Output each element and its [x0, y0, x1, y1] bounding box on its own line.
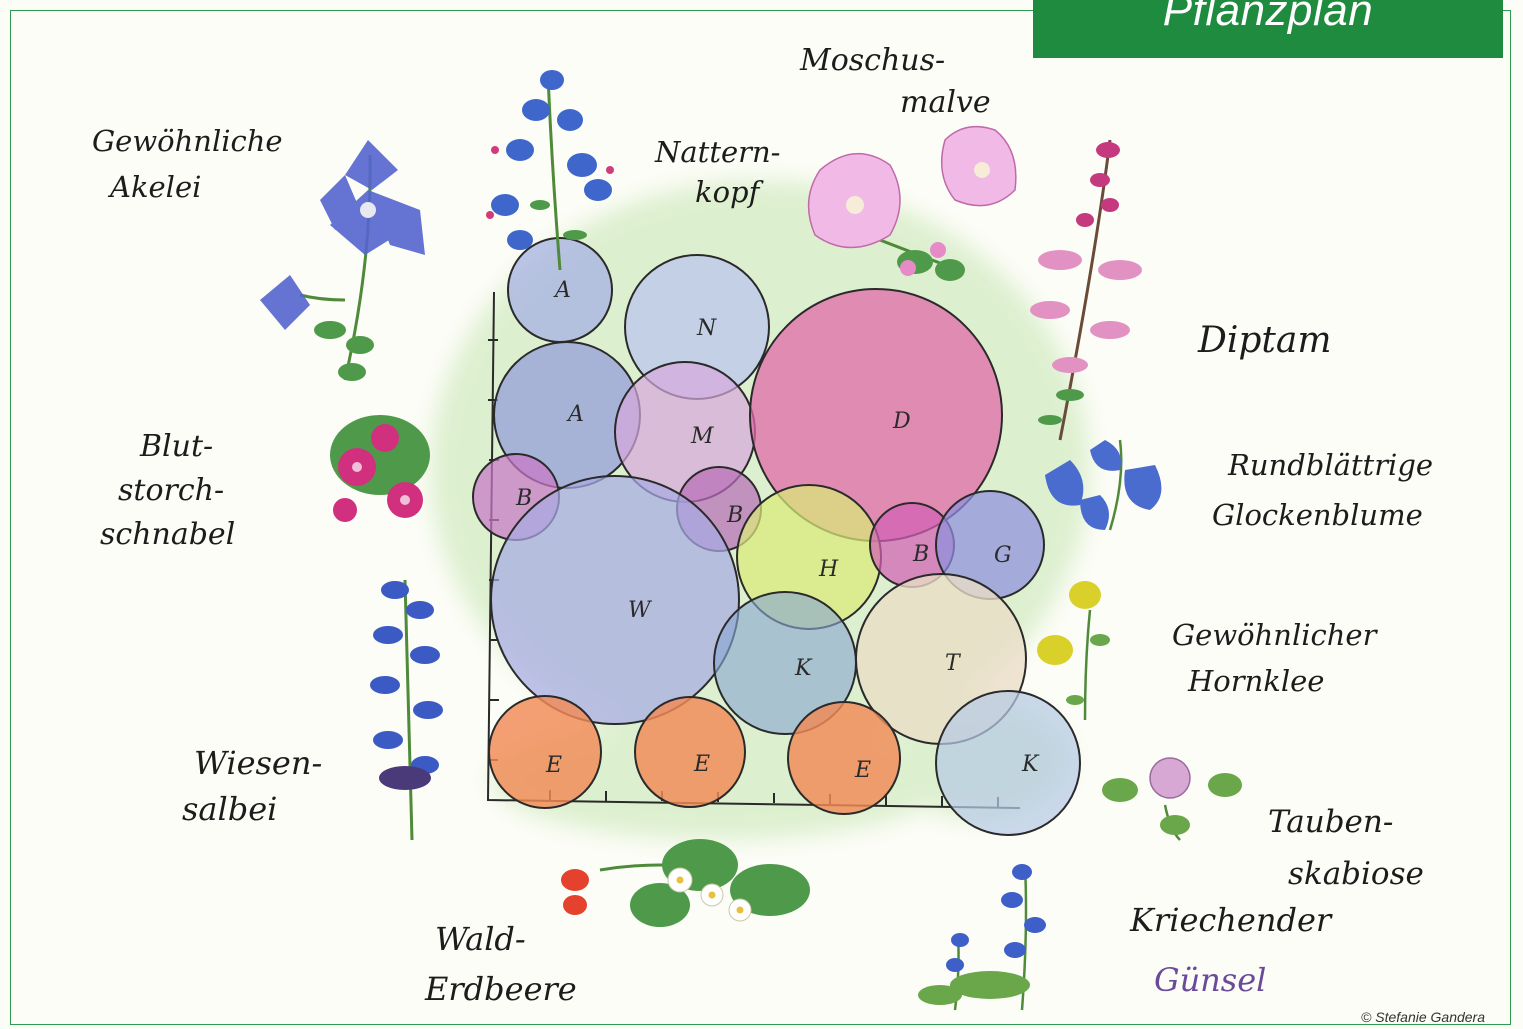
- label-glockenblume: Rundblättrige Glockenblume: [1212, 440, 1433, 540]
- label-skabiose-line1: Tauben-: [1268, 796, 1424, 848]
- label-erdbeere-line2: Erdbeere: [425, 964, 577, 1014]
- label-diptam: Diptam: [1198, 318, 1332, 364]
- label-hornklee: Gewöhnlicher Hornklee: [1172, 612, 1376, 704]
- code-m: M: [690, 424, 714, 449]
- illustration-erdbeere: [561, 839, 810, 927]
- code-t: T: [945, 651, 962, 676]
- label-akelei-line2: Akelei: [110, 164, 283, 210]
- code-a2: A: [566, 402, 584, 427]
- title-banner: Pflanzplan: [1033, 0, 1503, 58]
- page-title: Pflanzplan: [1033, 0, 1503, 36]
- label-natternkopf-line1: Nattern-: [655, 132, 780, 172]
- label-storchschnabel: Blut- storch- schnabel: [100, 425, 235, 557]
- code-a1: A: [553, 278, 571, 303]
- label-glockenblume-line1: Rundblättrige: [1228, 440, 1433, 490]
- illustration-skabiose: [1102, 758, 1242, 840]
- label-moschusmalve-line1: Moschus-: [800, 40, 991, 82]
- label-akelei-line1: Gewöhnliche: [92, 118, 283, 164]
- code-b1: B: [515, 486, 532, 511]
- illustration-akelei: [260, 140, 425, 381]
- illustration-guensel: [918, 864, 1046, 1010]
- label-guensel: Kriechender Günsel: [1130, 890, 1331, 1010]
- label-guensel-line1: Kriechender: [1130, 890, 1331, 950]
- label-moschusmalve-line2: malve: [900, 82, 991, 124]
- label-salbei-line2: salbei: [182, 786, 322, 832]
- label-akelei: Gewöhnliche Akelei: [92, 118, 283, 210]
- code-g: G: [994, 543, 1012, 568]
- label-storchschnabel-line3: schnabel: [100, 513, 235, 557]
- code-d: D: [892, 409, 911, 434]
- code-k2: K: [1021, 752, 1040, 777]
- label-salbei-line1: Wiesen-: [194, 740, 322, 786]
- code-e3: E: [854, 758, 871, 783]
- circle-w: [491, 476, 739, 724]
- code-b3: B: [912, 542, 929, 567]
- circle-k2: [936, 691, 1080, 835]
- code-n: N: [696, 316, 717, 341]
- label-hornklee-line1: Gewöhnlicher: [1172, 612, 1376, 658]
- code-h: H: [818, 557, 839, 582]
- circle-e2: [635, 697, 745, 807]
- label-hornklee-line2: Hornklee: [1188, 658, 1376, 704]
- label-erdbeere-line1: Wald-: [435, 914, 577, 964]
- circle-e1: [489, 696, 601, 808]
- circle-e3: [788, 702, 900, 814]
- label-erdbeere: Wald- Erdbeere: [425, 914, 577, 1014]
- label-salbei: Wiesen- salbei: [182, 740, 322, 832]
- illustration-salbei: [370, 580, 443, 840]
- copyright-credit: © Stefanie Gandera: [1361, 1009, 1485, 1025]
- illustration-storchschnabel: [330, 415, 430, 522]
- label-skabiose: Tauben- skabiose: [1268, 796, 1424, 900]
- label-moschusmalve: Moschus- malve: [800, 40, 991, 124]
- label-diptam-line1: Diptam: [1198, 318, 1332, 364]
- code-b2: B: [726, 503, 743, 528]
- code-k1: K: [794, 656, 813, 681]
- label-glockenblume-line2: Glockenblume: [1212, 490, 1433, 540]
- code-w: W: [628, 598, 653, 623]
- label-storchschnabel-line1: Blut-: [140, 425, 235, 469]
- label-natternkopf: Nattern- kopf: [655, 132, 780, 212]
- label-storchschnabel-line2: storch-: [118, 469, 235, 513]
- code-e1: E: [545, 753, 562, 778]
- code-e2: E: [693, 752, 710, 777]
- label-natternkopf-line2: kopf: [695, 172, 780, 212]
- label-guensel-line2: Günsel: [1154, 950, 1331, 1010]
